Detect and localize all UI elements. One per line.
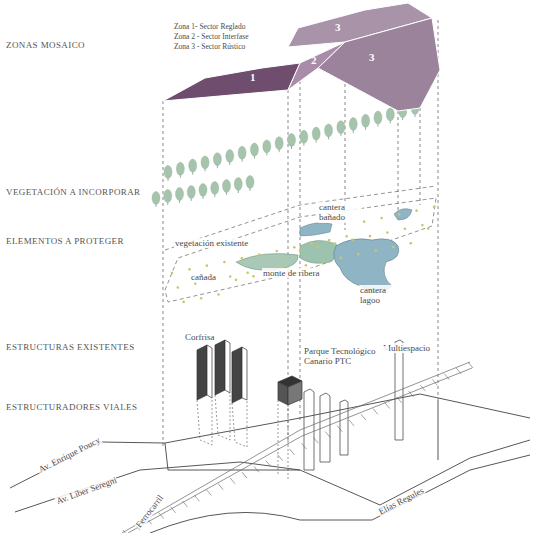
street-label: Ferrocarril xyxy=(133,492,166,530)
element-label: cantera bañado xyxy=(318,202,362,223)
layer-title: VEGETACIÓN A INCORPORAR xyxy=(5,187,142,197)
zone-key: Zona 1- Sector Reglado xyxy=(173,23,246,32)
building-label: Parque Tecnológico Canario PTC xyxy=(303,346,389,367)
layer-title: ZONAS MOSAICO xyxy=(5,40,86,50)
layer-title: ESTRUCTURAS EXISTENTES xyxy=(5,342,136,352)
zone-outline xyxy=(163,63,300,101)
zone-number: 2 xyxy=(311,55,317,66)
zone-key: Zona 2 - Sector Interfase xyxy=(173,33,250,42)
zone-number: 1 xyxy=(250,72,256,83)
zone-outline xyxy=(318,18,440,111)
street-label: Av. Líber Seregni xyxy=(54,475,119,507)
element-label: cañada xyxy=(190,272,217,282)
building-label: Corfrisa xyxy=(184,332,216,342)
zone-number: 3 xyxy=(335,22,341,33)
street-label: Elías Regules xyxy=(376,485,426,517)
element-label: monte de ribera xyxy=(262,268,320,278)
layer-title: ESTRUCTURADORES VIALES xyxy=(5,402,138,412)
street-label: Av. Enrique Poucy xyxy=(36,434,103,475)
layer-title: ELEMENTOS A PROTEGER xyxy=(5,236,125,246)
element-label: cantera lagoo xyxy=(359,285,401,306)
building-label: Multiespacio xyxy=(382,343,431,353)
zone-number: 3 xyxy=(369,52,375,63)
zone-key: Zona 3 - Sector Rústico xyxy=(173,43,246,52)
zone-polygon: 1 xyxy=(163,63,300,101)
zone-polygon: 3 xyxy=(318,18,440,111)
element-label: vegetación existente xyxy=(174,238,249,248)
